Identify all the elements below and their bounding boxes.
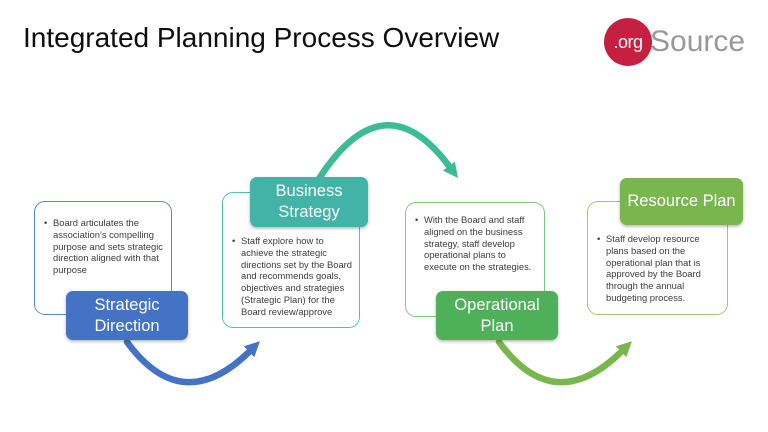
arrow-operational-to-resource-icon: [495, 338, 632, 386]
card-strategic-direction: • Board articulates the association’s co…: [34, 201, 172, 315]
card-strategic-direction-text: • Board articulates the association’s co…: [35, 217, 171, 276]
bullet-icon: •: [44, 217, 48, 228]
arrow-strategic-to-business-icon: [123, 338, 260, 386]
label-business-strategy: Business Strategy: [250, 177, 368, 227]
bullet-icon: •: [232, 235, 236, 246]
step-description: Staff develop resource plans based on th…: [606, 233, 701, 303]
logo-source-text: Source: [650, 25, 746, 58]
slide-title: Integrated Planning Process Overview: [23, 22, 500, 53]
logo-circle: .org: [604, 18, 652, 66]
card-business-strategy-text: • Staff explore how to achieve the strat…: [223, 235, 359, 318]
arrow-business-to-operational-icon: [308, 122, 458, 194]
orgsource-logo: .org Source: [604, 18, 745, 66]
step-description: Board articulates the association’s comp…: [53, 217, 163, 276]
logo-org-text: .org: [613, 31, 643, 52]
label-operational-plan: Operational Plan: [436, 291, 558, 340]
card-operational-plan-text: • With the Board and staff aligned on th…: [406, 214, 544, 273]
step-description: With the Board and staff aligned on the …: [424, 214, 532, 273]
step-description: Staff explore how to achieve the strateg…: [241, 235, 352, 317]
card-resource-plan-text: • Staff develop resource plans based on …: [588, 233, 727, 304]
bullet-icon: •: [597, 233, 601, 244]
bullet-icon: •: [415, 214, 419, 225]
label-strategic-direction: Strategic Direction: [66, 291, 188, 340]
label-resource-plan: Resource Plan: [620, 178, 743, 225]
